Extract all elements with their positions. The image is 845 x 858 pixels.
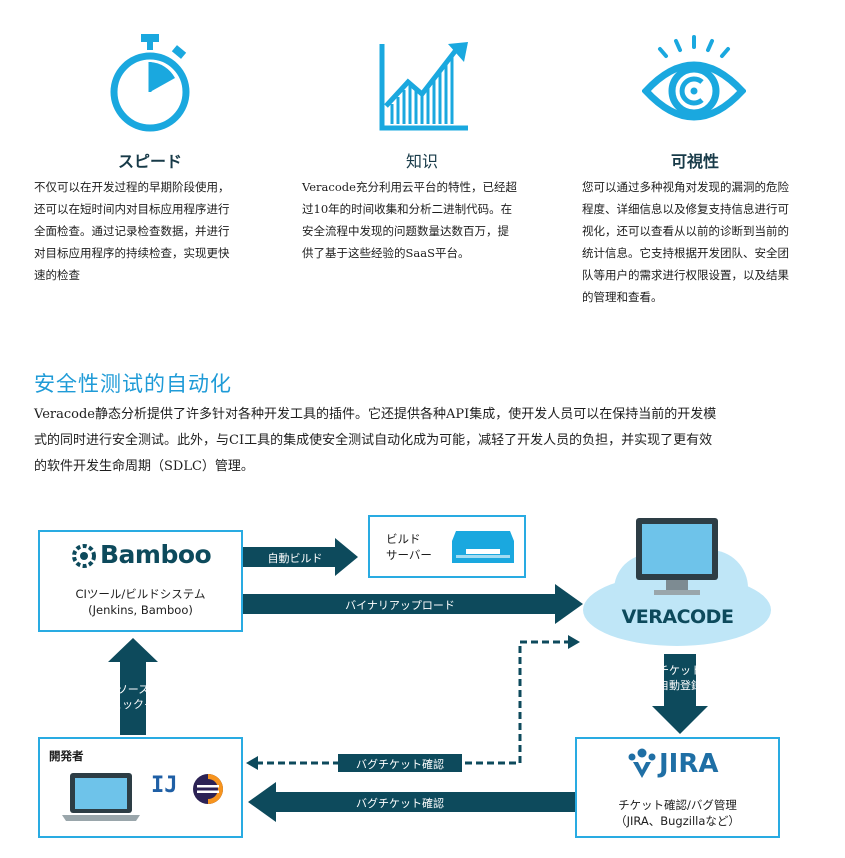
laptop-icon — [62, 773, 140, 821]
feature-title-knowledge: 知识 — [405, 152, 438, 171]
source-checkin-label-2: チェックイン — [100, 698, 166, 711]
binary-upload-arrow — [243, 584, 583, 624]
bug-ticket-solid-label: バグチケット確認 — [356, 797, 444, 810]
eye-icon — [642, 35, 746, 121]
ticket-auto-label-2: 自動登録 — [658, 679, 702, 692]
developer-label: 開発者 — [49, 749, 84, 763]
ci-tool-label: CIツール/ビルドシステム — [75, 587, 206, 601]
stopwatch-icon — [110, 34, 190, 132]
jira-logo-text: JIRA — [659, 749, 719, 779]
feature-body-visibility: 您可以通过多种视角对发现的漏洞的危险程度、详细信息以及修复支持信息进行可 视化，… — [582, 180, 789, 304]
jira-logo-icon — [628, 748, 656, 778]
source-checkin-label-1: ソース — [116, 683, 150, 696]
issue-tracker-label: チケット確認/バグ管理 — [618, 798, 737, 812]
section-title: 安全性测试的自动化 — [34, 372, 232, 396]
source-checkin-arrow — [108, 638, 158, 735]
issue-tracker-examples: （JIRA、Bugzillaなど） — [615, 814, 740, 828]
server-icon — [452, 531, 514, 563]
section-body: Veracode静态分析提供了许多针对各种开发工具的插件。它还提供各种API集成… — [34, 407, 717, 474]
veracode-logo: VERACODE — [621, 606, 734, 628]
growth-chart-icon — [379, 42, 468, 131]
ticket-auto-label-1: チケット — [658, 664, 702, 677]
bug-ticket-dashed-label: バグチケット確認 — [356, 758, 444, 771]
build-server-label-1: ビルド — [386, 532, 421, 546]
developer-box: 開発者 IJ — [38, 737, 243, 838]
feature-title-visibility: 可視性 — [670, 152, 719, 171]
build-server-label-2: サーバー — [386, 548, 432, 562]
ci-tool-examples: (Jenkins, Bamboo) — [88, 603, 193, 617]
ticket-auto-arrow — [652, 654, 708, 734]
bamboo-logo-icon — [72, 544, 96, 568]
bug-ticket-solid-arrow — [248, 782, 575, 822]
eclipse-icon — [193, 774, 223, 804]
veracode-cloud-icon — [583, 518, 771, 646]
binary-upload-label: バイナリアップロード — [345, 599, 455, 612]
issue-tracker-box: JIRA チケット確認/バグ管理 （JIRA、Bugzillaなど） — [575, 737, 780, 838]
feature-title-speed: スピード — [117, 152, 182, 171]
feature-body-speed: 不仅可以在开发过程的早期阶段使用，还可以在短时间内对目标应用程序进行 全面检查。… — [34, 180, 230, 282]
ci-tool-box: Bamboo CIツール/ビルドシステム (Jenkins, Bamboo) — [38, 530, 243, 632]
bug-ticket-dashed-label-bg — [338, 754, 462, 772]
bamboo-logo-text: Bamboo — [100, 540, 212, 569]
feature-body-knowledge: Veracode充分利用云平台的特性，已经超过10年的时间收集和分析二进制代码。… — [302, 180, 517, 260]
build-server-box: ビルド サーバー — [368, 515, 526, 578]
auto-build-label: 自動ビルド — [267, 552, 323, 565]
auto-build-arrow — [243, 538, 358, 576]
intellij-icon: IJ — [151, 773, 178, 798]
